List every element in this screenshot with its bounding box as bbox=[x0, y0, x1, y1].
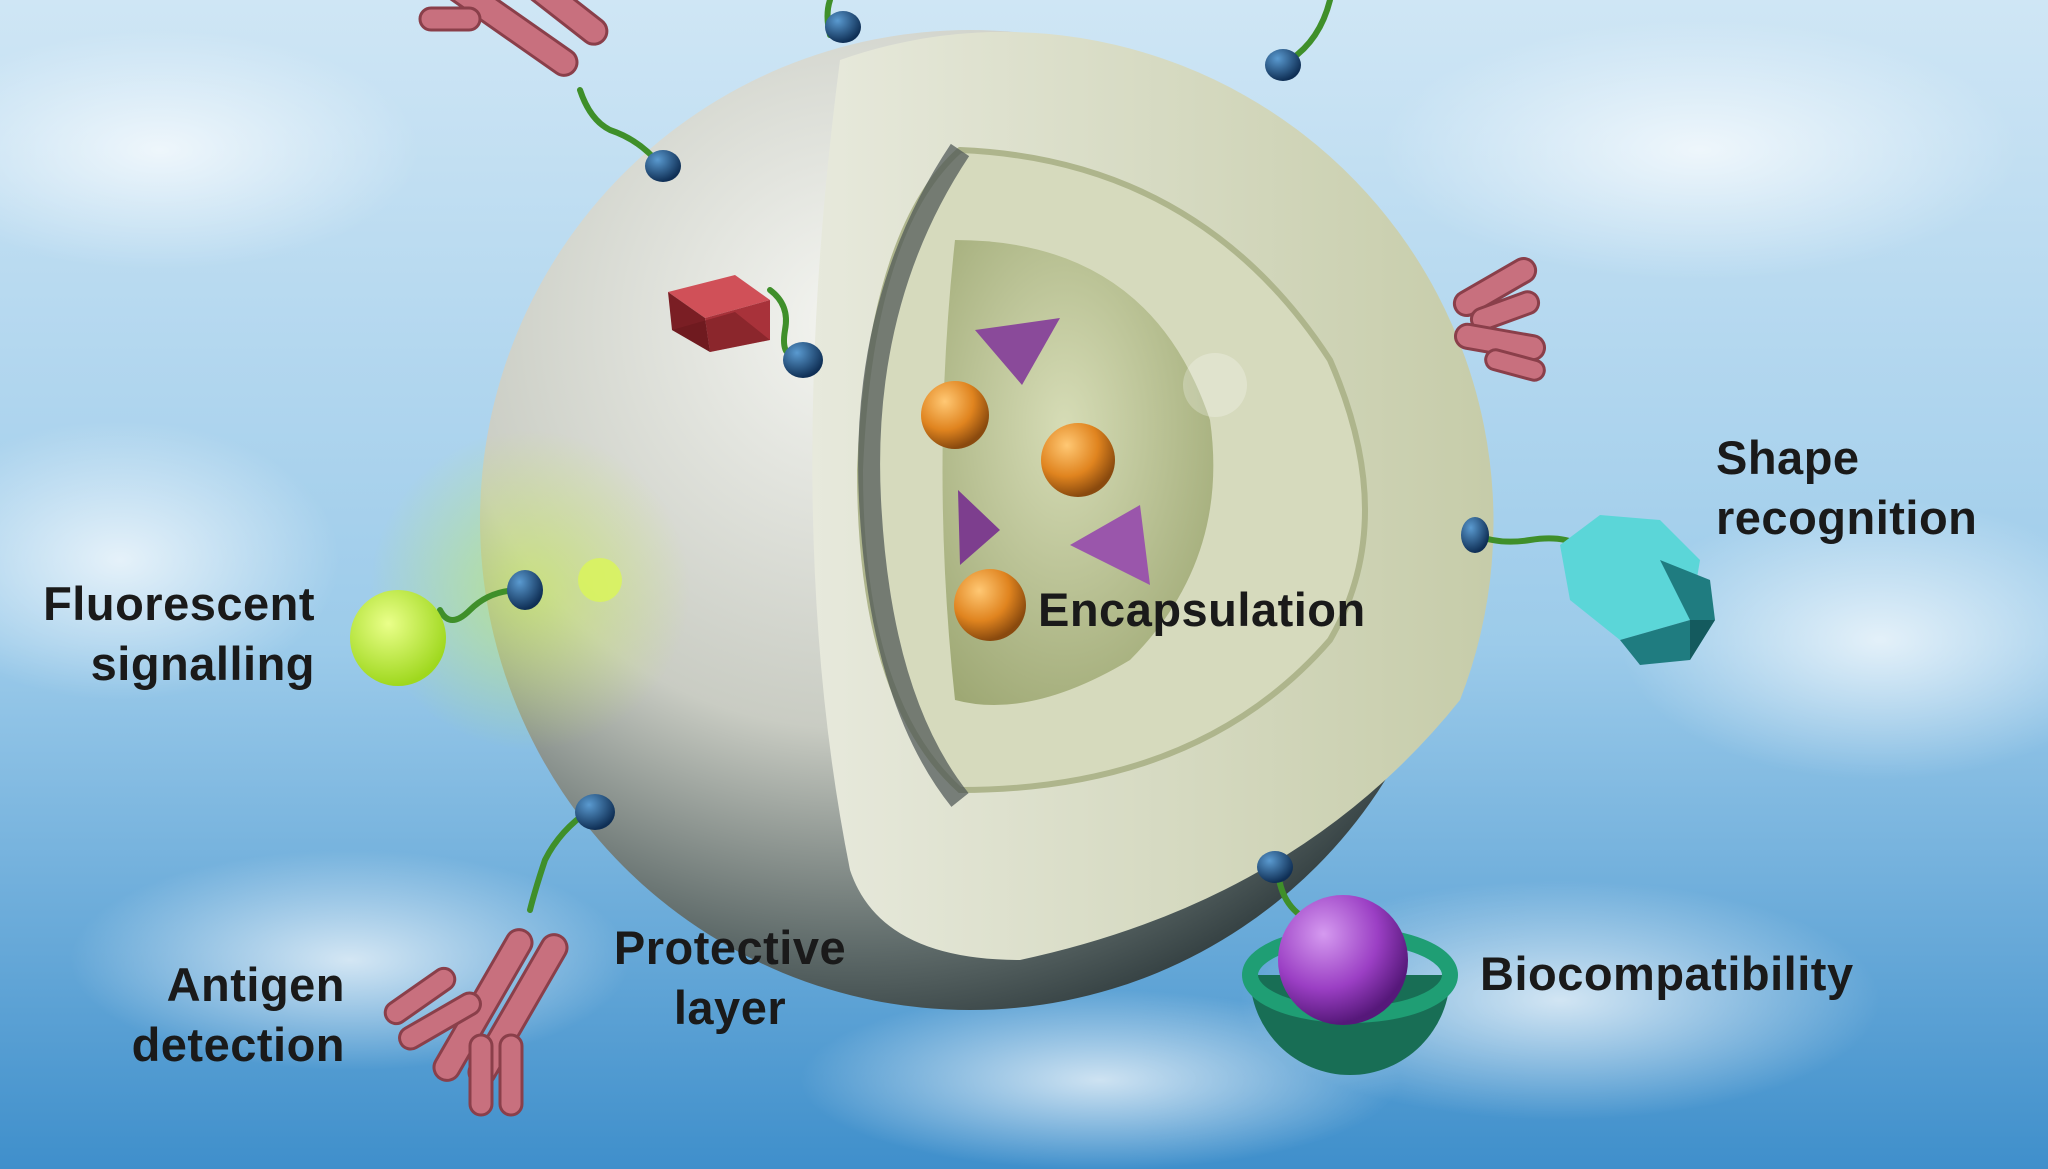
biocompatibility-cup bbox=[1242, 895, 1458, 1075]
label-encapsulation: Encapsulation bbox=[1038, 580, 1366, 640]
encapsulated-ball bbox=[1278, 895, 1408, 1025]
anchor-points bbox=[507, 11, 1489, 883]
label-protective-layer: Protective layer bbox=[590, 918, 870, 1038]
label-line: detection bbox=[131, 1018, 345, 1071]
antibody-bottom-left bbox=[383, 928, 569, 1117]
label-biocompatibility: Biocompatibility bbox=[1480, 944, 1854, 1004]
cube-ligand bbox=[668, 275, 770, 352]
cargo-prism bbox=[975, 318, 1060, 385]
label-line: Shape bbox=[1716, 431, 1860, 484]
label-line: signalling bbox=[90, 637, 315, 690]
hexagonal-prism-ligand bbox=[1560, 515, 1715, 665]
cargo-orb bbox=[1041, 423, 1115, 497]
label-line: Protective bbox=[613, 921, 847, 974]
label-line: recognition bbox=[1716, 491, 1978, 544]
antibody-top-left bbox=[418, 0, 609, 77]
label-line: Fluorescent bbox=[43, 577, 315, 630]
label-line: layer bbox=[673, 981, 787, 1034]
cargo-prism bbox=[1070, 505, 1150, 585]
fluorescent-ball bbox=[350, 558, 622, 686]
cargo-orb bbox=[921, 381, 989, 449]
label-fluorescent-signalling: Fluorescent signalling bbox=[20, 574, 315, 694]
cargo-prism bbox=[958, 490, 1000, 565]
label-antigen-detection: Antigen detection bbox=[90, 955, 345, 1075]
label-line: Biocompatibility bbox=[1480, 947, 1854, 1000]
encapsulated-cargo bbox=[921, 318, 1150, 641]
label-shape-recognition: Shape recognition bbox=[1716, 428, 1977, 548]
label-line: Encapsulation bbox=[1038, 583, 1366, 636]
antibody-right bbox=[1452, 257, 1546, 382]
cargo-orb bbox=[954, 569, 1026, 641]
label-line: Antigen bbox=[166, 958, 345, 1011]
